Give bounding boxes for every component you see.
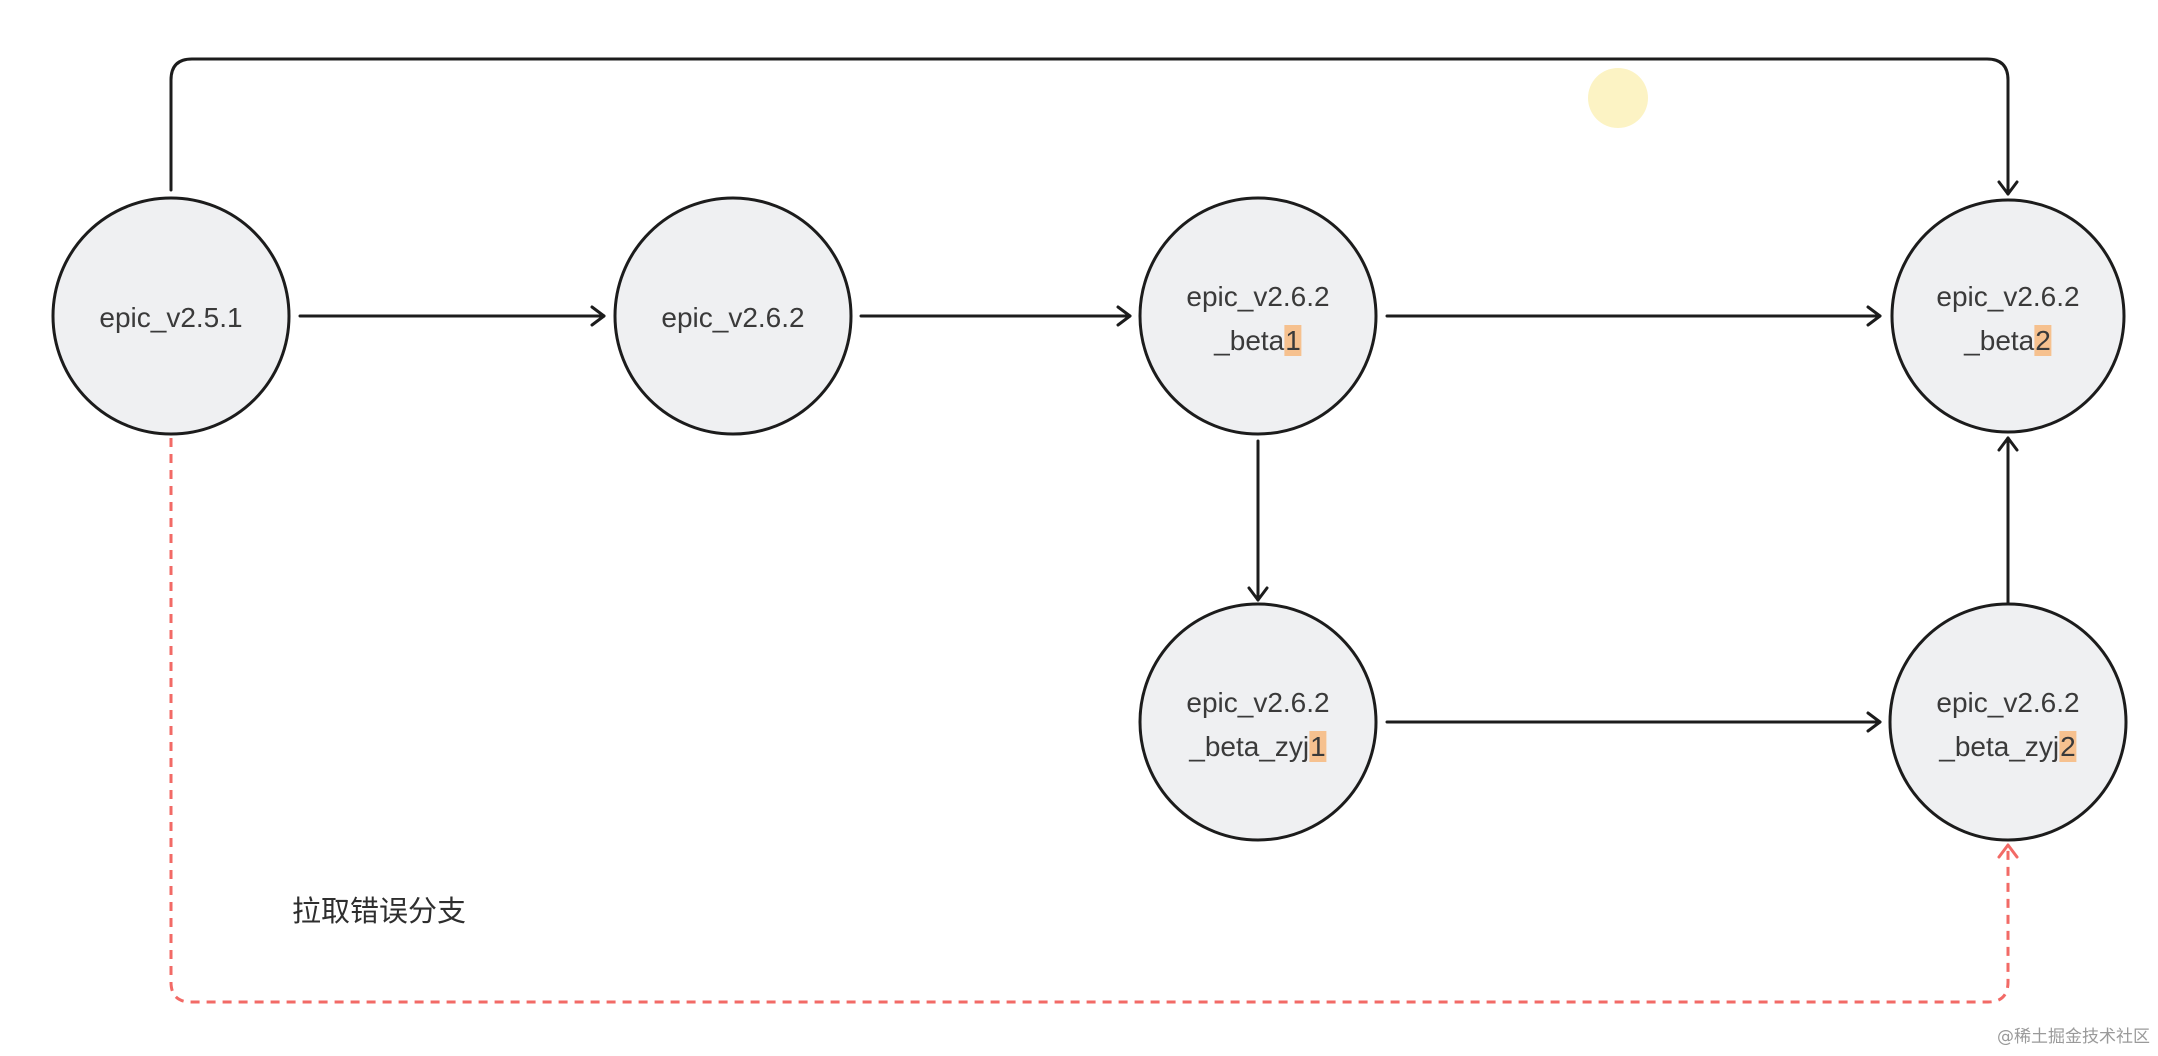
node-label-epic-v2-6-2-beta-zyj2: epic_v2.6.2 _beta_zyj2 — [1936, 681, 2080, 769]
node-epic-v2-6-2-beta1 — [1138, 196, 1378, 436]
watermark: @稀土掘金技术社区 — [1997, 1027, 2150, 1047]
node-label-epic-v2-5-1: epic_v2.5.1 — [99, 296, 242, 340]
node-label-line1: epic_v2.6.2 — [1186, 687, 1330, 718]
node-label-line2-text: _beta — [1964, 325, 2035, 356]
node-epic-v2-6-2-beta-zyj1 — [1138, 602, 1378, 842]
node-label-line2-text: _beta_zyj — [1939, 731, 2060, 762]
node-label-line1: epic_v2.6.2 — [1936, 281, 2080, 312]
node-label-line2-text: _beta — [1214, 325, 1285, 356]
node-label-line2-text: _beta_zyj — [1189, 731, 1310, 762]
node-label-line1: epic_v2.6.2 — [1186, 281, 1330, 312]
node-label-line2: _beta1 — [1186, 319, 1329, 363]
node-label-line2: _beta2 — [1936, 319, 2079, 363]
node-label-line2: _beta_zyj2 — [1936, 725, 2079, 769]
node-label-line2: _beta_zyj1 — [1186, 725, 1329, 769]
node-label-highlight: 2 — [2059, 731, 2077, 762]
cursor-highlight-dot — [1588, 68, 1648, 128]
edge-dashed-v251-to-beta-zyj2 — [169, 438, 2019, 1004]
node-label-epic-v2-6-2-beta-zyj1: epic_v2.6.2 _beta_zyj1 — [1186, 681, 1330, 769]
node-label-epic-v2-6-2-beta1: epic_v2.6.2 _beta1 — [1186, 275, 1330, 363]
node-label-line1: epic_v2.6.2 — [1936, 687, 2080, 718]
node-label-highlight: 2 — [2034, 325, 2052, 356]
node-epic-v2-6-2-beta2 — [1890, 198, 2126, 434]
node-label-highlight: 1 — [1284, 325, 1302, 356]
dashed-edge-label: 拉取错误分支 — [292, 894, 467, 928]
node-epic-v2-6-2-beta-zyj2 — [1888, 602, 2128, 842]
node-epic-v2-6-2 — [613, 196, 853, 436]
node-epic-v2-5-1 — [51, 196, 291, 436]
node-label-epic-v2-6-2-beta2: epic_v2.6.2 _beta2 — [1936, 275, 2080, 363]
node-label-line1: epic_v2.6.2 — [661, 302, 805, 333]
node-label-highlight: 1 — [1309, 731, 1327, 762]
edge-v251-to-beta2 — [169, 57, 2019, 196]
node-label-line1: epic_v2.5.1 — [99, 302, 243, 333]
node-label-epic-v2-6-2: epic_v2.6.2 — [661, 296, 804, 340]
